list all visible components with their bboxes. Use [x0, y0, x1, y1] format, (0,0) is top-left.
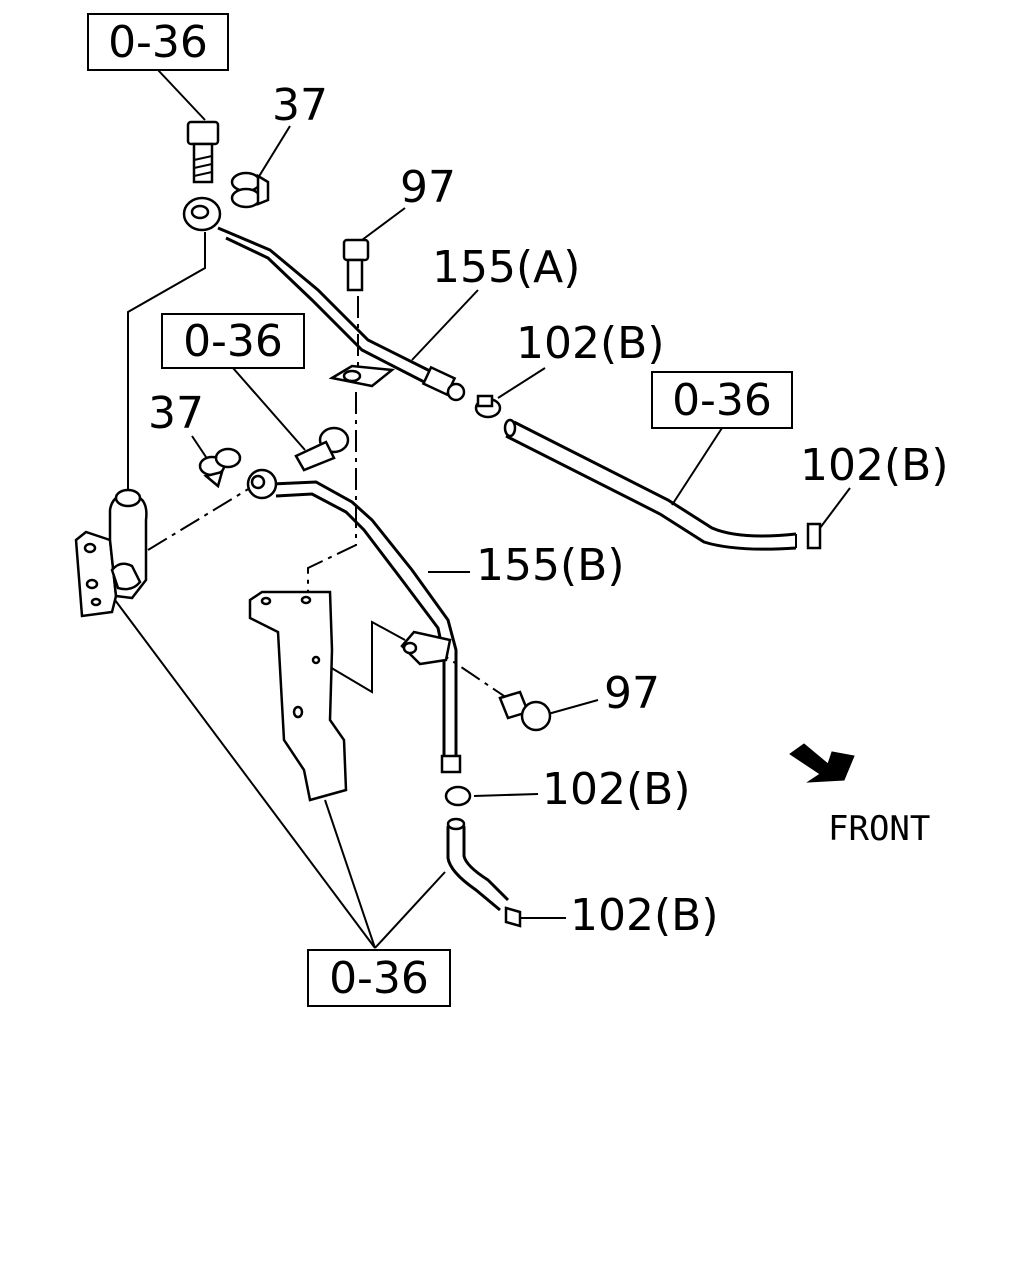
- bolt-mid-left[interactable]: [294, 426, 350, 472]
- clamp-102b-4[interactable]: [504, 906, 522, 928]
- alignment-lines: [127, 232, 511, 701]
- pipe-clip[interactable]: [400, 630, 452, 666]
- clamp-102b-2[interactable]: [806, 522, 822, 550]
- bolt-97-lower[interactable]: [498, 690, 552, 732]
- label-37-top: 37: [272, 80, 328, 131]
- ref-label-mid-left: 0-36: [183, 316, 283, 367]
- washer-37-top[interactable]: [230, 171, 270, 209]
- label-155a: 155(A): [432, 242, 580, 293]
- label-102b-3: 102(B): [542, 764, 691, 815]
- washer-37-mid[interactable]: [198, 447, 242, 489]
- ref-box-bottom[interactable]: 0-36: [307, 949, 451, 1007]
- label-37-mid: 37: [148, 388, 204, 439]
- clamp-102b-1[interactable]: [474, 394, 502, 419]
- pipe-155a[interactable]: [182, 196, 466, 402]
- label-102b-1: 102(B): [516, 318, 665, 369]
- ref-box-top-left[interactable]: 0-36: [87, 13, 229, 71]
- ref-box-mid-left[interactable]: 0-36: [161, 313, 305, 369]
- hose-right[interactable]: [503, 418, 797, 551]
- label-97-lower: 97: [604, 668, 660, 719]
- leader-lines: [111, 69, 851, 949]
- ref-label-bottom: 0-36: [329, 953, 429, 1004]
- housing[interactable]: [74, 488, 148, 618]
- hose-lower[interactable]: [446, 817, 510, 912]
- ref-label-right: 0-36: [672, 375, 772, 426]
- ref-label-top-left: 0-36: [108, 17, 208, 68]
- label-102b-2: 102(B): [800, 440, 949, 491]
- front-label: FRONT: [828, 809, 930, 849]
- bracket[interactable]: [248, 590, 348, 802]
- bolt-top-left[interactable]: [186, 120, 220, 184]
- ref-box-right[interactable]: 0-36: [651, 371, 793, 429]
- label-97-top: 97: [400, 162, 456, 213]
- bolt-97-top[interactable]: [342, 238, 370, 292]
- arrow-front-icon: [789, 743, 855, 783]
- label-155b: 155(B): [476, 540, 625, 591]
- clamp-102b-3[interactable]: [444, 785, 472, 807]
- label-102b-4: 102(B): [570, 890, 719, 941]
